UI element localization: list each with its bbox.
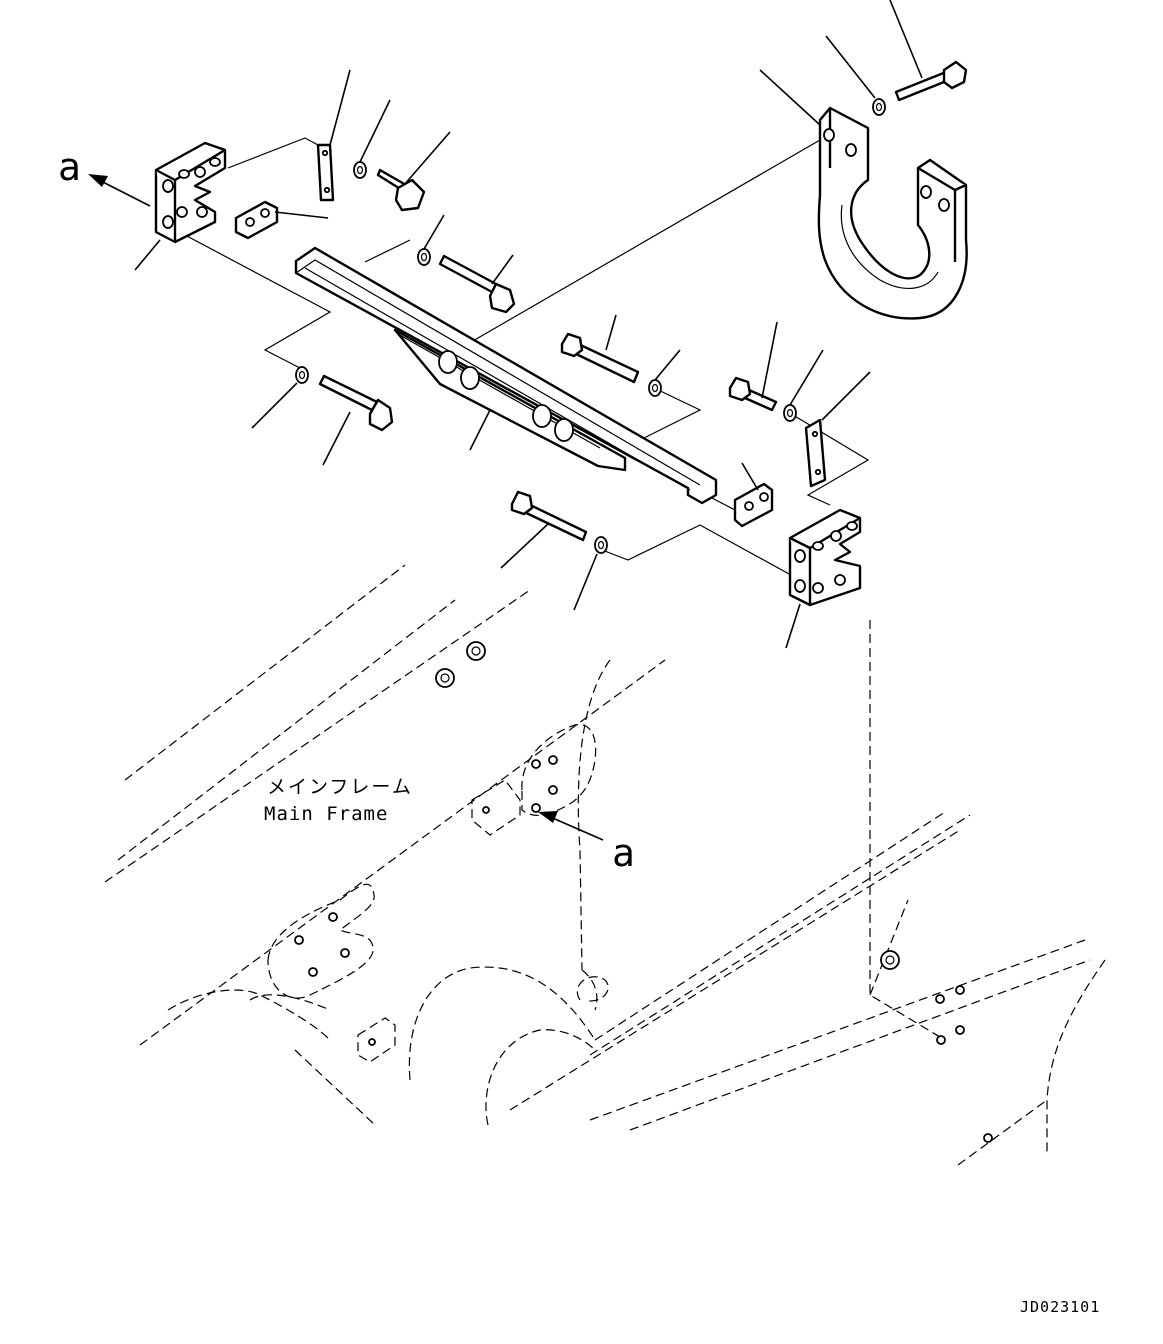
view-arrow-frame — [538, 811, 604, 841]
frame-name-jp: メインフレーム — [267, 776, 413, 798]
frame-holes — [294, 641, 993, 1143]
left-flat-plate — [234, 200, 279, 240]
right-flat-plate — [733, 482, 774, 528]
assembly-lines — [184, 137, 870, 581]
view-label-top: a — [58, 145, 81, 189]
drawing-code: JD023101 — [1020, 1298, 1100, 1316]
left-mount-block — [154, 141, 227, 244]
center-rail — [294, 246, 718, 505]
right-mount-block — [788, 508, 862, 607]
right-shim-plate — [804, 418, 827, 488]
view-arrow-top — [88, 174, 151, 207]
frame-name-en: Main Frame — [264, 803, 388, 825]
main-frame-outline — [104, 564, 1106, 1166]
washers — [295, 98, 886, 554]
view-label-frame: a — [612, 831, 635, 875]
left-shim-plate — [316, 143, 335, 202]
towing-hook — [817, 106, 968, 320]
leader-lines — [134, 0, 923, 649]
bolts — [318, 60, 968, 542]
